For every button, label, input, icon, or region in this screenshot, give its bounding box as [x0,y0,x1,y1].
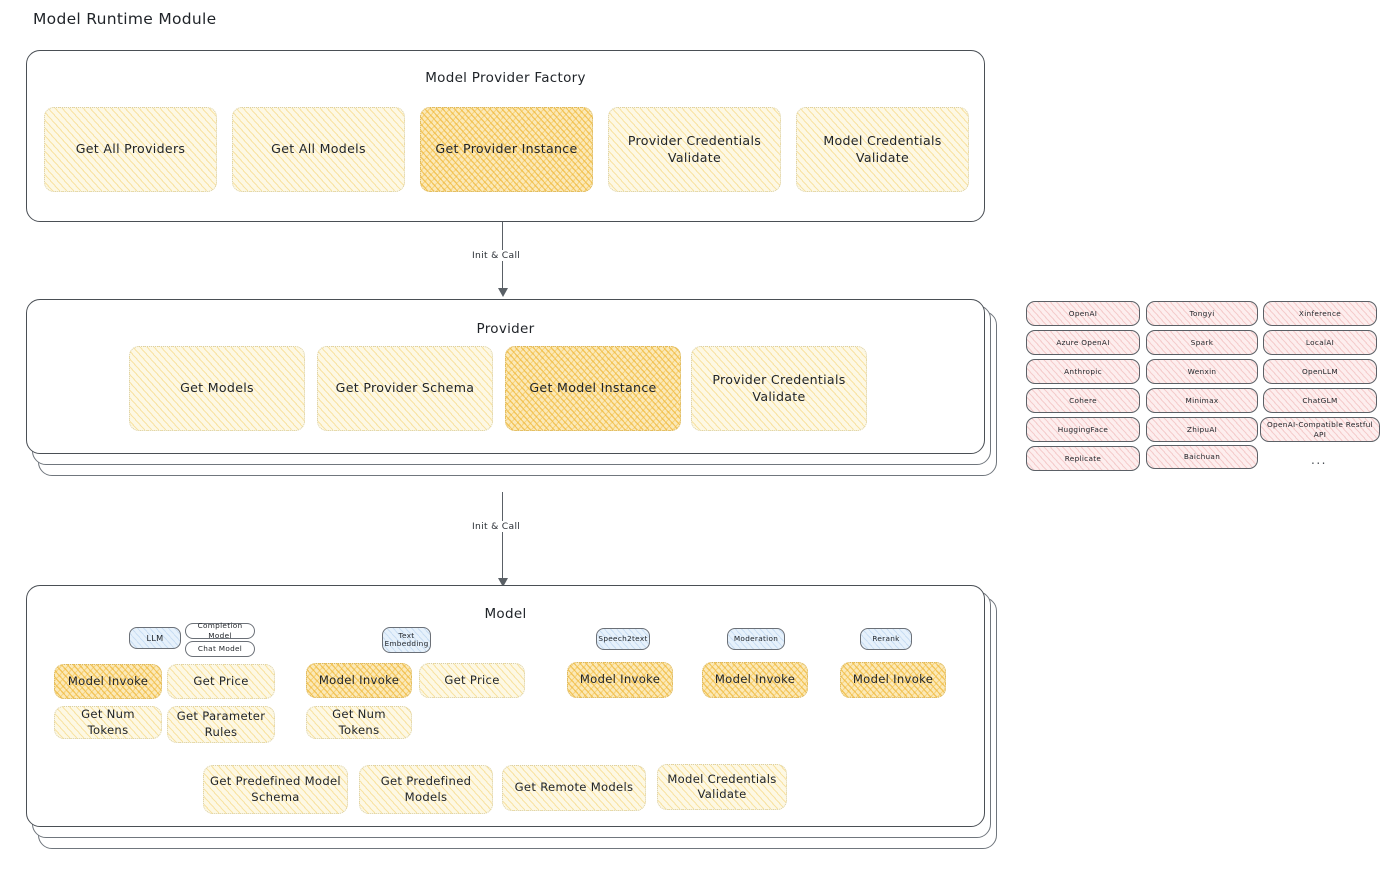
provider-pill-baichuan[interactable]: Baichuan [1146,445,1258,469]
provider-get-provider-schema[interactable]: Get Provider Schema [317,346,493,431]
model-op-llm-get-parameter-rules[interactable]: Get Parameter Rules [167,706,275,743]
provider-pill-zhipuai[interactable]: ZhipuAI [1146,417,1258,442]
model-op-text-embedding-get-num-tokens[interactable]: Get Num Tokens [306,706,412,739]
factory-get-all-providers[interactable]: Get All Providers [44,107,217,192]
model-op-text-embedding-get-price[interactable]: Get Price [419,663,525,698]
factory-provider-credentials-validate[interactable]: Provider Credentials Validate [608,107,781,192]
provider-pill-openllm[interactable]: OpenLLM [1263,359,1377,384]
model-tag-completion-model[interactable]: Completion Model [185,621,255,640]
model-title: Model [484,606,527,622]
model-op-text-embedding-model-invoke[interactable]: Model Invoke [306,663,412,698]
arrow-provider-to-model-label: Init & Call [469,521,524,532]
model-type-badge-llm[interactable]: LLM [129,627,181,649]
model-op-llm-get-price[interactable]: Get Price [167,664,275,699]
provider-pill-localai[interactable]: LocalAI [1263,330,1377,355]
provider-pill-chatglm[interactable]: ChatGLM [1263,388,1377,413]
provider-pill-anthropic[interactable]: Anthropic [1026,359,1140,384]
factory-get-all-models[interactable]: Get All Models [232,107,405,192]
model-type-badge-text-embedding[interactable]: Text Embedding [382,627,431,653]
model-type-badge-moderation[interactable]: Moderation [727,628,785,650]
model-provider-factory-title: Model Provider Factory [425,70,586,86]
provider-pill-spark[interactable]: Spark [1146,330,1258,355]
model-type-badge-speech2text[interactable]: Speech2text [596,628,650,650]
provider-pill-cohere[interactable]: Cohere [1026,388,1140,413]
provider-pill-wenxin[interactable]: Wenxin [1146,359,1258,384]
model-common-get-predefined-model-schema[interactable]: Get Predefined Model Schema [203,765,348,814]
provider-pill-tongyi[interactable]: Tongyi [1146,301,1258,326]
factory-model-credentials-validate[interactable]: Model Credentials Validate [796,107,969,192]
model-op-rerank-model-invoke[interactable]: Model Invoke [840,662,946,698]
model-op-moderation-model-invoke[interactable]: Model Invoke [702,662,808,698]
provider-pill-replicate[interactable]: Replicate [1026,446,1140,471]
provider-credentials-validate[interactable]: Provider Credentials Validate [691,346,867,431]
provider-get-models[interactable]: Get Models [129,346,305,431]
model-common-get-predefined-models[interactable]: Get Predefined Models [359,765,493,814]
provider-pill-minimax[interactable]: Minimax [1146,388,1258,413]
provider-pill-openai-compatible-restful-api[interactable]: OpenAI-Compatible Restful API [1260,417,1380,442]
provider-pill-openai[interactable]: OpenAI [1026,301,1140,326]
arrow-factory-to-provider-label: Init & Call [469,250,524,261]
provider-pill-xinference[interactable]: Xinference [1263,301,1377,326]
provider-get-model-instance[interactable]: Get Model Instance [505,346,681,431]
model-op-speech2text-model-invoke[interactable]: Model Invoke [567,662,673,698]
model-common-get-remote-models[interactable]: Get Remote Models [502,765,646,811]
model-tag-chat-model[interactable]: Chat Model [185,641,255,657]
provider-pill-huggingface[interactable]: HuggingFace [1026,417,1140,442]
model-common-model-credentials-validate[interactable]: Model Credentials Validate [657,764,787,810]
model-type-badge-rerank[interactable]: Rerank [860,628,912,650]
page-title: Model Runtime Module [33,10,217,28]
provider-list-ellipsis: ... [1311,453,1327,467]
factory-get-provider-instance[interactable]: Get Provider Instance [420,107,593,192]
model-op-llm-get-num-tokens[interactable]: Get Num Tokens [54,706,162,739]
provider-pill-azure-openai[interactable]: Azure OpenAI [1026,330,1140,355]
provider-title: Provider [476,321,535,337]
model-op-llm-model-invoke[interactable]: Model Invoke [54,664,162,699]
